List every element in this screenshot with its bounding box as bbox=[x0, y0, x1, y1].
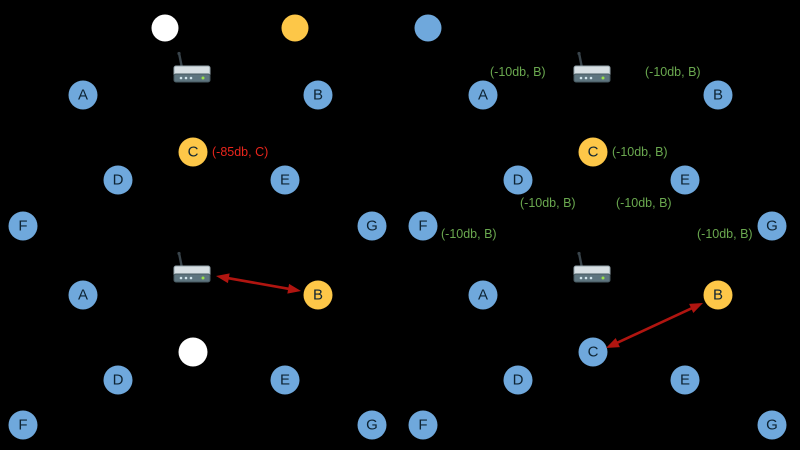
node-tr-c: C bbox=[578, 137, 608, 167]
node-bl-c bbox=[178, 337, 208, 367]
arrowhead-icon bbox=[606, 337, 620, 348]
node-tl-c: C bbox=[178, 137, 208, 167]
node-bl-b: B bbox=[303, 280, 333, 310]
node-tr-g: G bbox=[757, 211, 787, 241]
node-br-f: F bbox=[408, 410, 438, 440]
signal-annotation: (-10db, B) bbox=[441, 227, 497, 241]
node-tl-f: F bbox=[8, 211, 38, 241]
node-bl-d: D bbox=[103, 365, 133, 395]
node-bl-a: A bbox=[68, 280, 98, 310]
arrowhead-icon bbox=[287, 283, 301, 294]
node-tr-f: F bbox=[408, 211, 438, 241]
arrowhead-icon bbox=[216, 273, 230, 284]
signal-annotation: (-10db, B) bbox=[645, 65, 701, 79]
signal-annotation: (-10db, B) bbox=[490, 65, 546, 79]
wifi-router-top-left bbox=[169, 51, 215, 89]
node-tr-a: A bbox=[468, 80, 498, 110]
status-marker-blue bbox=[414, 14, 442, 42]
status-marker-yellow bbox=[281, 14, 309, 42]
node-bl-e: E bbox=[270, 365, 300, 395]
node-br-d: D bbox=[503, 365, 533, 395]
node-br-b: B bbox=[703, 280, 733, 310]
status-marker-white bbox=[151, 14, 179, 42]
wifi-router-top-right bbox=[569, 51, 615, 89]
node-br-c: C bbox=[578, 337, 608, 367]
wifi-router-bottom-right bbox=[569, 251, 615, 289]
handover-arrow bbox=[613, 305, 696, 346]
wifi-router-icon bbox=[573, 51, 611, 83]
node-tl-e: E bbox=[270, 165, 300, 195]
wifi-router-icon bbox=[573, 251, 611, 283]
node-tl-d: D bbox=[103, 165, 133, 195]
node-tr-e: E bbox=[670, 165, 700, 195]
wifi-router-icon bbox=[173, 51, 211, 83]
node-br-a: A bbox=[468, 280, 498, 310]
signal-annotation: (-10db, B) bbox=[612, 145, 668, 159]
arrowhead-icon bbox=[689, 303, 703, 314]
signal-annotation: (-85db, C) bbox=[212, 145, 269, 159]
node-tr-d: D bbox=[503, 165, 533, 195]
node-bl-f: F bbox=[8, 410, 38, 440]
node-tl-g: G bbox=[357, 211, 387, 241]
signal-annotation: (-10db, B) bbox=[520, 196, 576, 210]
node-tl-a: A bbox=[68, 80, 98, 110]
signal-annotation: (-10db, B) bbox=[697, 227, 753, 241]
node-tr-b: B bbox=[703, 80, 733, 110]
node-br-g: G bbox=[757, 410, 787, 440]
signal-annotation: (-10db, B) bbox=[616, 196, 672, 210]
node-tl-b: B bbox=[303, 80, 333, 110]
node-br-e: E bbox=[670, 365, 700, 395]
wifi-router-bottom-left bbox=[169, 251, 215, 289]
node-bl-g: G bbox=[357, 410, 387, 440]
wifi-router-icon bbox=[173, 251, 211, 283]
handover-arrow bbox=[224, 276, 293, 291]
